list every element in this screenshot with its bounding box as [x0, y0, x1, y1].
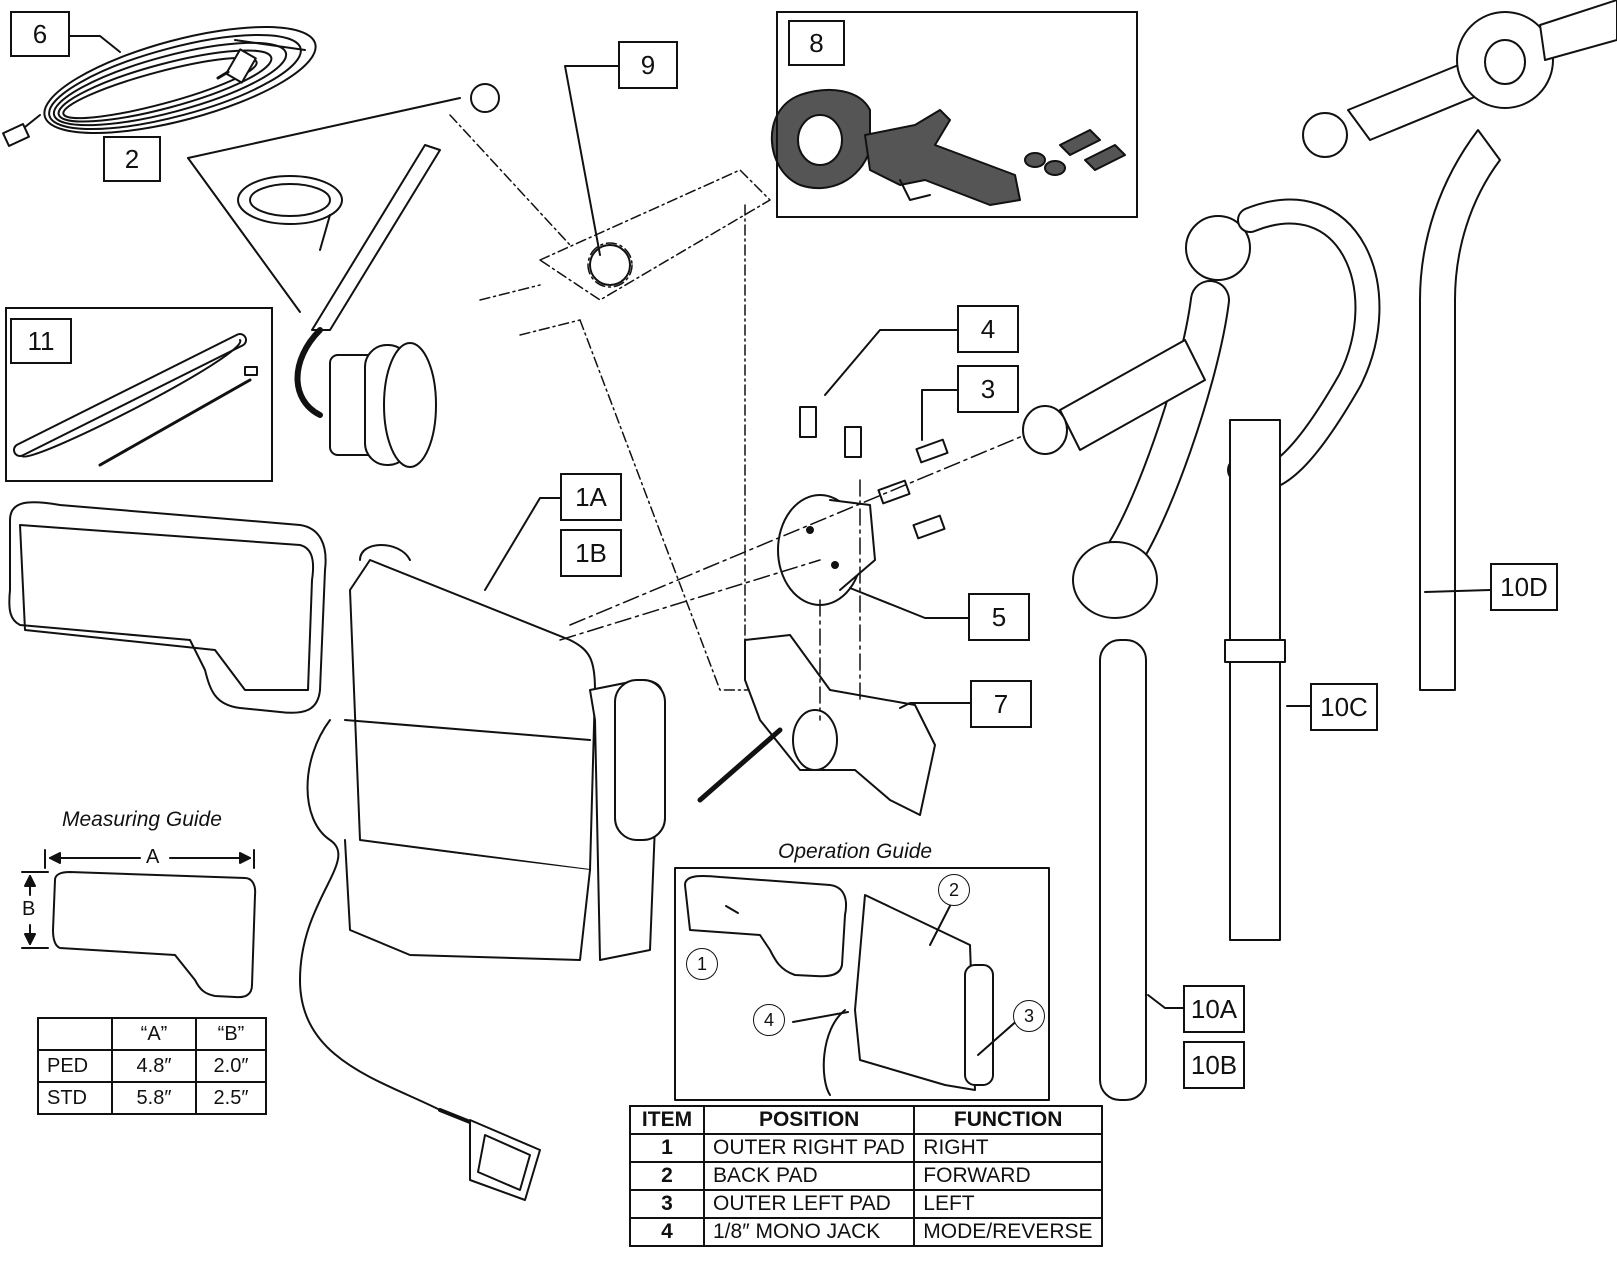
dimension-a-label: A: [146, 846, 160, 868]
bracket-part-7: [697, 634, 936, 816]
table-cell: 4.8″: [111, 1049, 197, 1083]
ghost-mount-part-9: [449, 114, 821, 691]
table-cell: “A”: [111, 1017, 197, 1051]
table-cell: 3: [629, 1189, 705, 1219]
ball-joint-part-9: [589, 244, 631, 286]
operation-marker-4: 4: [753, 1004, 785, 1036]
callout-1b: 1B: [560, 529, 622, 577]
callout-2: 2: [103, 136, 161, 182]
table-cell: 4: [629, 1217, 705, 1247]
callout-1a: 1A: [560, 473, 622, 521]
table-cell: MODE/REVERSE: [913, 1217, 1103, 1247]
table-cell: STD: [37, 1081, 113, 1115]
operation-guide-title: Operation Guide: [778, 840, 933, 863]
table-cell: 2.0″: [195, 1049, 267, 1083]
hub-part-5: [777, 494, 876, 606]
operation-marker-3: 3: [1013, 1000, 1045, 1032]
pad-assembly-part-1: [8, 501, 666, 1201]
measurement-table: “A” “B” PED 4.8″ 2.0″ STD 5.8″ 2.5″: [37, 1017, 267, 1115]
bolts-parts-3-4: [799, 406, 949, 540]
dimension-b-label: B: [22, 898, 36, 920]
straight-arm-part-10d: [1302, 0, 1617, 691]
callout-8: 8: [788, 20, 845, 66]
table-row: 1 OUTER RIGHT PAD RIGHT: [629, 1133, 1103, 1163]
assembly-axis-lines: [559, 434, 1026, 721]
table-row: 3 OUTER LEFT PAD LEFT: [629, 1189, 1103, 1219]
callout-7: 7: [970, 680, 1032, 728]
measuring-guide-title: Measuring Guide: [62, 808, 222, 831]
table-header: FUNCTION: [913, 1105, 1103, 1135]
table-header: POSITION: [702, 1105, 916, 1135]
table-cell: 5.8″: [111, 1081, 197, 1115]
item-function-table: ITEM POSITION FUNCTION 1 OUTER RIGHT PAD…: [629, 1105, 1103, 1247]
table-cell: 2.5″: [195, 1081, 267, 1115]
table-row: “A” “B”: [37, 1017, 267, 1051]
table-cell: 1/8″ MONO JACK: [702, 1217, 916, 1247]
callout-8-frame: [776, 11, 1138, 218]
callout-10b: 10B: [1183, 1041, 1245, 1089]
table-cell: 2: [629, 1161, 705, 1191]
operation-marker-2: 2: [938, 874, 970, 906]
table-cell: “B”: [195, 1017, 267, 1051]
table-cell: RIGHT: [913, 1133, 1103, 1163]
table-cell: BACK PAD: [702, 1161, 916, 1191]
table-cell: FORWARD: [913, 1161, 1103, 1191]
callout-9: 9: [618, 41, 678, 89]
table-cell: PED: [37, 1049, 113, 1083]
operation-guide-frame: [674, 867, 1050, 1101]
callout-10d: 10D: [1490, 563, 1558, 611]
clamp-kit-part-8: [770, 89, 1126, 206]
table-cell: OUTER RIGHT PAD: [702, 1133, 916, 1163]
callout-3: 3: [957, 365, 1019, 413]
table-header-row: ITEM POSITION FUNCTION: [629, 1105, 1103, 1135]
callout-10c: 10C: [1310, 683, 1378, 731]
spiral-wrap-part-11: [13, 333, 258, 467]
table-header: ITEM: [629, 1105, 705, 1135]
callout-11-frame: [5, 307, 273, 482]
articulating-arm-part-10: [1022, 198, 1381, 1101]
table-cell: [37, 1017, 113, 1051]
operation-marker-1: 1: [686, 948, 718, 980]
callout-6: 6: [10, 11, 70, 57]
table-cell: 1: [629, 1133, 705, 1163]
callout-10a: 10A: [1183, 985, 1245, 1033]
table-row: PED 4.8″ 2.0″: [37, 1049, 267, 1083]
table-cell: OUTER LEFT PAD: [702, 1189, 916, 1219]
callout-11: 11: [10, 318, 72, 364]
coiled-cable-part-6: [2, 26, 317, 147]
table-row: STD 5.8″ 2.5″: [37, 1081, 267, 1115]
callout-5: 5: [968, 593, 1030, 641]
table-row: 4 1/8″ MONO JACK MODE/REVERSE: [629, 1217, 1103, 1247]
measuring-guide-shape: [21, 849, 257, 999]
head-array-part-2: [237, 83, 500, 468]
table-cell: LEFT: [913, 1189, 1103, 1219]
callout-4: 4: [957, 305, 1019, 353]
table-row: 2 BACK PAD FORWARD: [629, 1161, 1103, 1191]
